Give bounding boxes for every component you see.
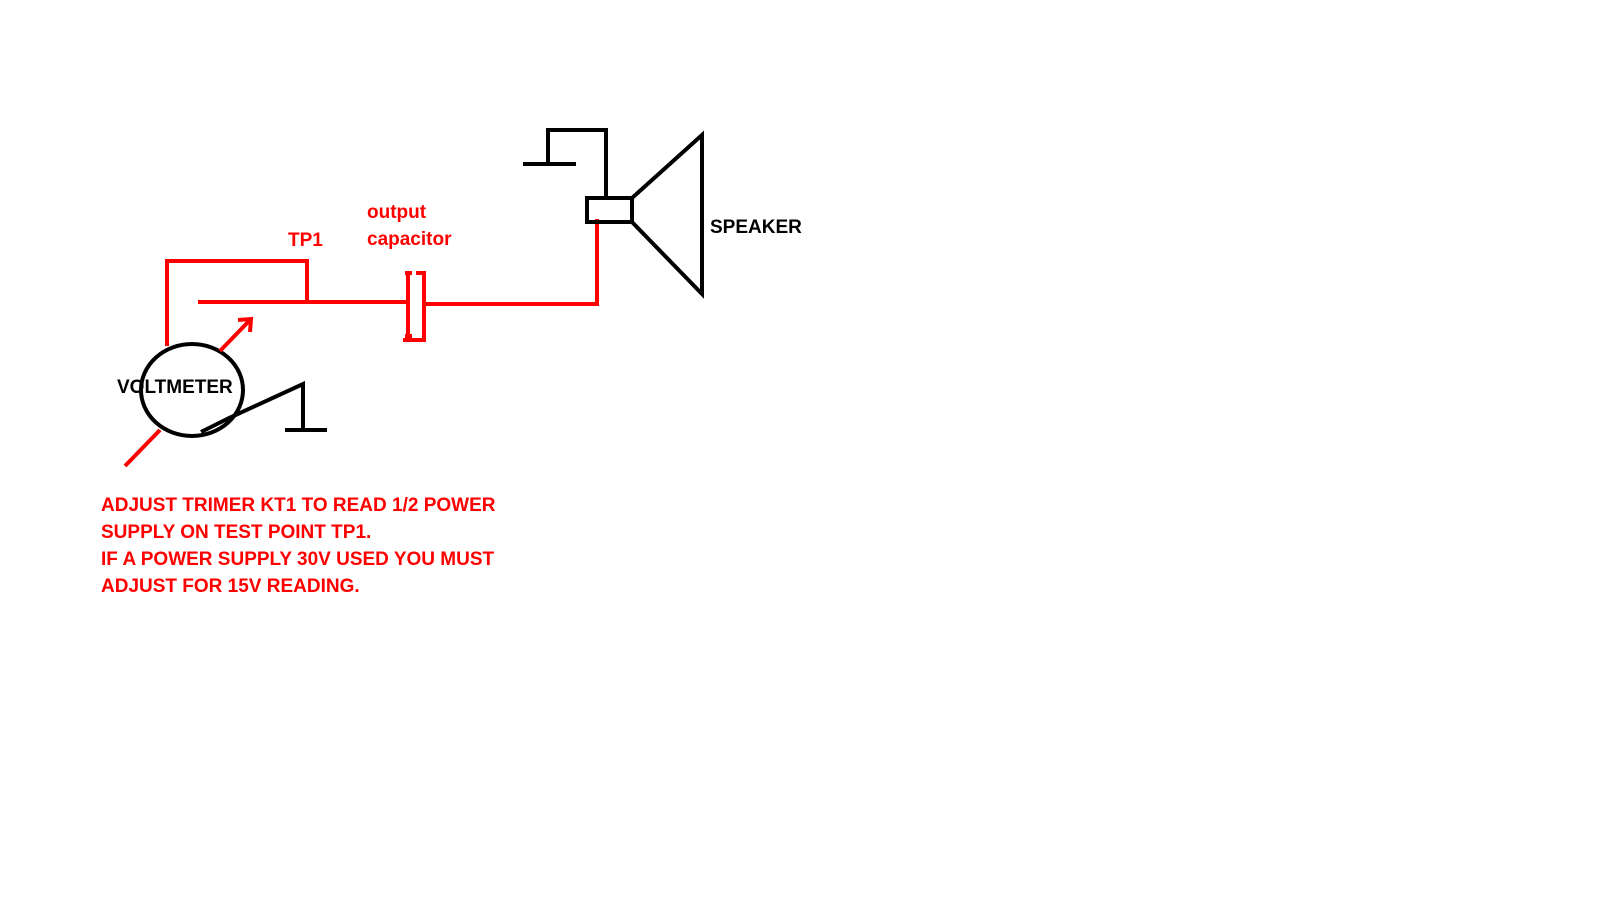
speaker-cone — [630, 130, 704, 299]
tp1-label: TP1 — [288, 230, 323, 251]
speaker-magnet — [585, 196, 632, 224]
voltmeter-needle-arrowhead — [237, 316, 254, 333]
voltmeter-circle — [139, 342, 245, 438]
voltmeter-needle — [218, 318, 252, 353]
speaker-ground-wire — [546, 128, 608, 198]
speaker-label: SPEAKER — [710, 217, 802, 238]
capacitor-plate-right — [403, 271, 426, 342]
tp1-probe-wire — [165, 259, 309, 346]
instruction-line: ADJUST FOR 15V READING. — [101, 576, 360, 597]
instruction-line: ADJUST TRIMER KT1 TO READ 1/2 POWER — [101, 495, 496, 516]
signal-wire-to-speaker — [424, 219, 599, 306]
capacitor-plate-left — [405, 271, 412, 338]
capacitor-label-line1: output — [367, 202, 427, 223]
voltmeter-lead-red — [123, 428, 162, 468]
instruction-line: IF A POWER SUPPLY 30V USED YOU MUST — [101, 549, 495, 570]
capacitor-label-line2: capacitor — [367, 229, 452, 250]
voltmeter-ground-lead — [200, 380, 305, 434]
voltmeter-label: VOLTMETER — [117, 377, 233, 398]
instruction-line: SUPPLY ON TEST POINT TP1. — [101, 522, 372, 543]
